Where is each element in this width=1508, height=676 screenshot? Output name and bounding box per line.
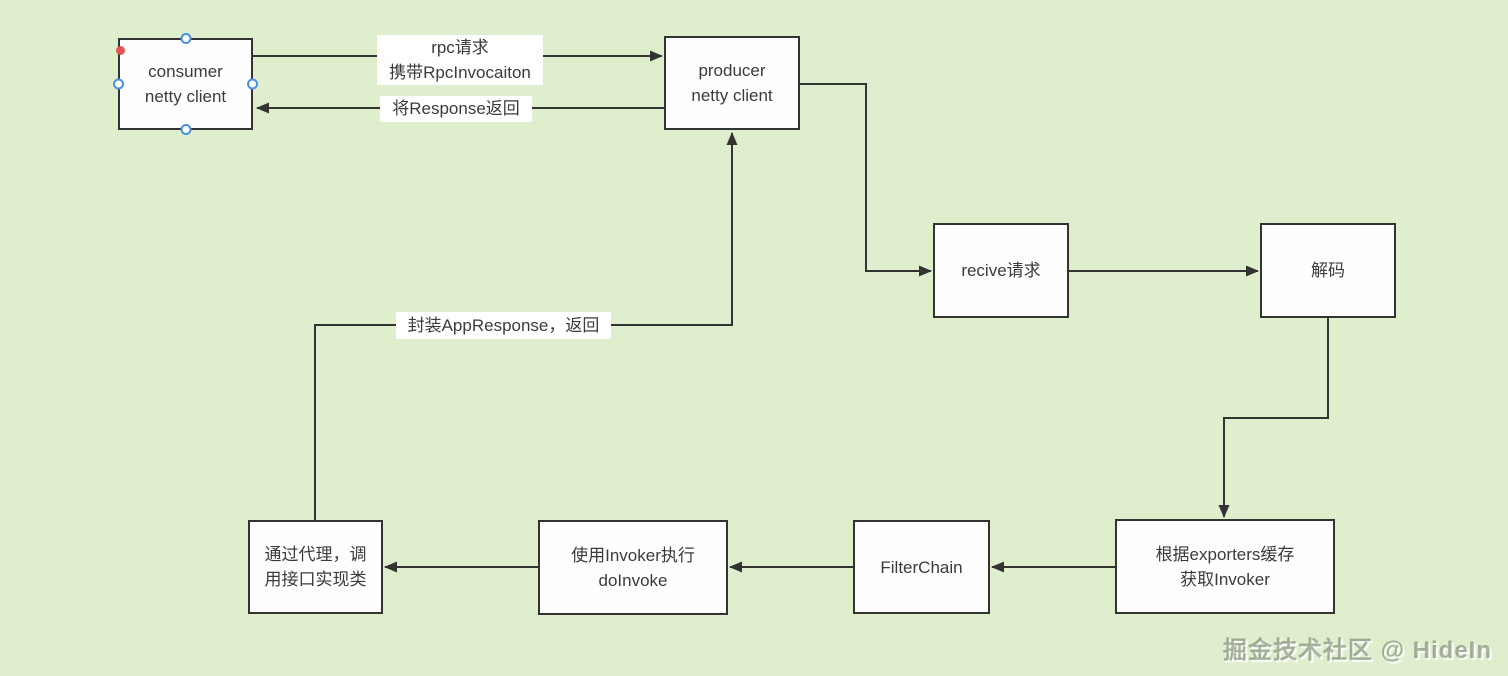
edge-label-app-response-return[interactable]: 封装AppResponse，返回: [396, 312, 611, 339]
node-label: producer netty client: [691, 61, 773, 105]
resize-handle-bottom[interactable]: [180, 124, 191, 135]
node-proxy-call-interface-impl[interactable]: 通过代理，调 用接口实现类: [248, 520, 383, 614]
node-decode[interactable]: 解码: [1260, 223, 1396, 318]
node-exporters-cache-get-invoker[interactable]: 根据exporters缓存 获取Invoker: [1115, 519, 1335, 614]
resize-handle-right[interactable]: [247, 78, 258, 90]
node-label: 解码: [1311, 261, 1345, 280]
edge-label-response-return[interactable]: 将Response返回: [380, 96, 532, 122]
node-recive-request[interactable]: recive请求: [933, 223, 1069, 318]
node-consumer-netty-client[interactable]: consumer netty client: [113, 33, 258, 135]
node-label: 根据exporters缓存 获取Invoker: [1155, 544, 1295, 589]
connection-anchor-dot: [116, 46, 125, 55]
node-label: 通过代理，调 用接口实现类: [264, 545, 367, 589]
node-label: recive请求: [961, 261, 1041, 280]
node-label: consumer netty client: [144, 62, 227, 106]
node-label: FilterChain: [880, 557, 963, 577]
node-filterchain[interactable]: FilterChain: [853, 520, 990, 614]
resize-handle-top[interactable]: [180, 33, 191, 44]
node-invoker-doinvoke[interactable]: 使用Invoker执行 doInvoke: [538, 520, 728, 615]
node-label: 使用Invoker执行 doInvoke: [571, 545, 695, 590]
watermark: 掘金技术社区 @ HideIn: [1222, 637, 1492, 664]
edge-producer-to-recive[interactable]: [800, 83, 932, 277]
edge-decode-to-exporters[interactable]: [1218, 318, 1329, 518]
node-producer-netty-client[interactable]: producer netty client: [664, 36, 800, 130]
resize-handle-left[interactable]: [113, 78, 124, 90]
edge-label-rpc-request[interactable]: rpc请求 携带RpcInvocaiton: [377, 35, 543, 85]
